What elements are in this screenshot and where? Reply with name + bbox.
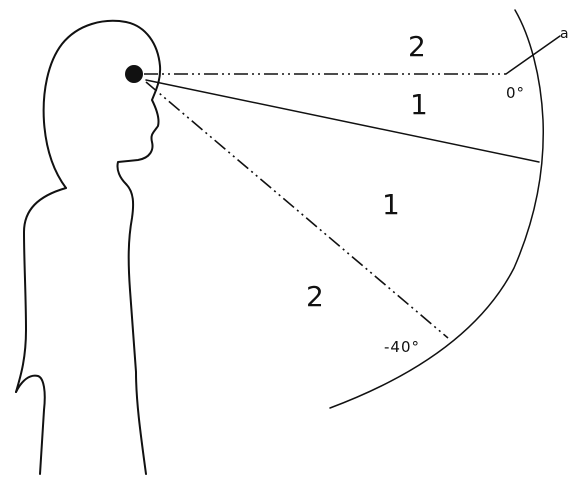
sightline-boundary-upper <box>145 79 540 163</box>
sightline-minus-40-deg <box>145 81 449 339</box>
angle-label-minus-forty: -40° <box>384 338 420 356</box>
silhouette-back-torso <box>15 187 67 393</box>
zone-label-lower-2: 2 <box>306 280 324 313</box>
zone-label-upper-2: 2 <box>408 30 426 63</box>
human-silhouette <box>42 19 162 475</box>
angle-label-zero: 0° <box>506 84 525 102</box>
zone-label-upper-1: 1 <box>410 88 428 121</box>
eye-icon <box>125 65 143 83</box>
note-leader-line <box>505 35 561 75</box>
note-marker: a <box>560 26 569 42</box>
range-arc <box>329 9 544 409</box>
zone-label-lower-1: 1 <box>382 188 400 221</box>
silhouette-arm <box>15 374 46 475</box>
